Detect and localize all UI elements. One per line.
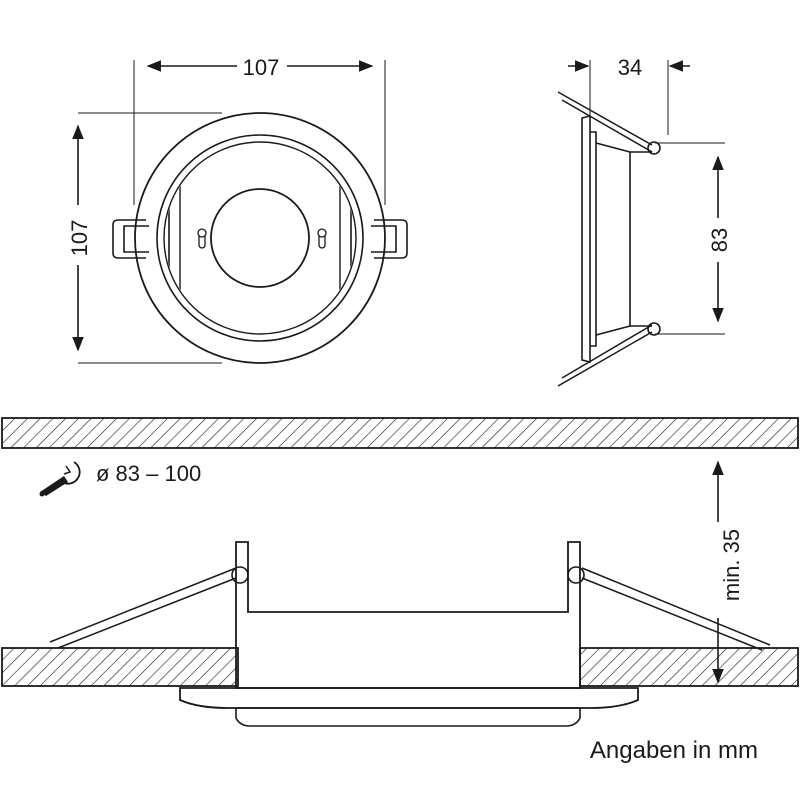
installation-view: min. 35 ø 83 – 100 (1, 417, 799, 727)
dimension-label-depth: 34 (618, 55, 642, 80)
spring-pivot-bottom (647, 322, 661, 336)
mounting-frame (168, 143, 352, 333)
cutout-diameter-label: ø 83 – 100 (96, 461, 201, 486)
dimension-label-width: 107 (243, 55, 280, 80)
spring-tab-left-inner (123, 225, 149, 253)
lens-section (235, 707, 581, 727)
dimension-label-min-depth: min. 35 (719, 529, 744, 601)
top-view: 107 107 (67, 55, 408, 364)
spring-arm-right (581, 567, 771, 651)
spring-pivot-left (231, 566, 249, 584)
inner-ring-2 (163, 141, 357, 335)
bezel-inner (590, 131, 597, 347)
spring-clip-bottom (557, 324, 653, 387)
bezel-section (179, 687, 639, 709)
spring-clip-top (557, 91, 653, 153)
mounting-frame-inner (179, 143, 341, 333)
dimension-label-side-height: 83 (707, 228, 732, 252)
ceiling-panel-left (1, 647, 239, 687)
hole-saw-icon (39, 461, 81, 497)
spring-arm-left (49, 567, 237, 649)
center-opening (210, 188, 310, 288)
bezel-profile (581, 114, 591, 364)
housing-section (235, 541, 581, 689)
outer-ring (134, 112, 386, 364)
ceiling-panel-right (579, 647, 799, 687)
housing-body (595, 142, 631, 336)
side-view: 34 83 (557, 55, 732, 387)
spring-tab-right (374, 219, 408, 259)
inner-ring (156, 134, 364, 342)
dimension-label-height: 107 (67, 220, 92, 257)
spring-pivot-right (567, 566, 585, 584)
spring-tab-left (112, 219, 146, 259)
keyhole-right (317, 228, 327, 249)
spring-pivot-top (647, 141, 661, 155)
units-note: Angaben in mm (590, 737, 758, 764)
keyhole-left (197, 228, 207, 249)
ceiling-slab-top (1, 417, 799, 449)
spring-tab-right-inner (371, 225, 397, 253)
